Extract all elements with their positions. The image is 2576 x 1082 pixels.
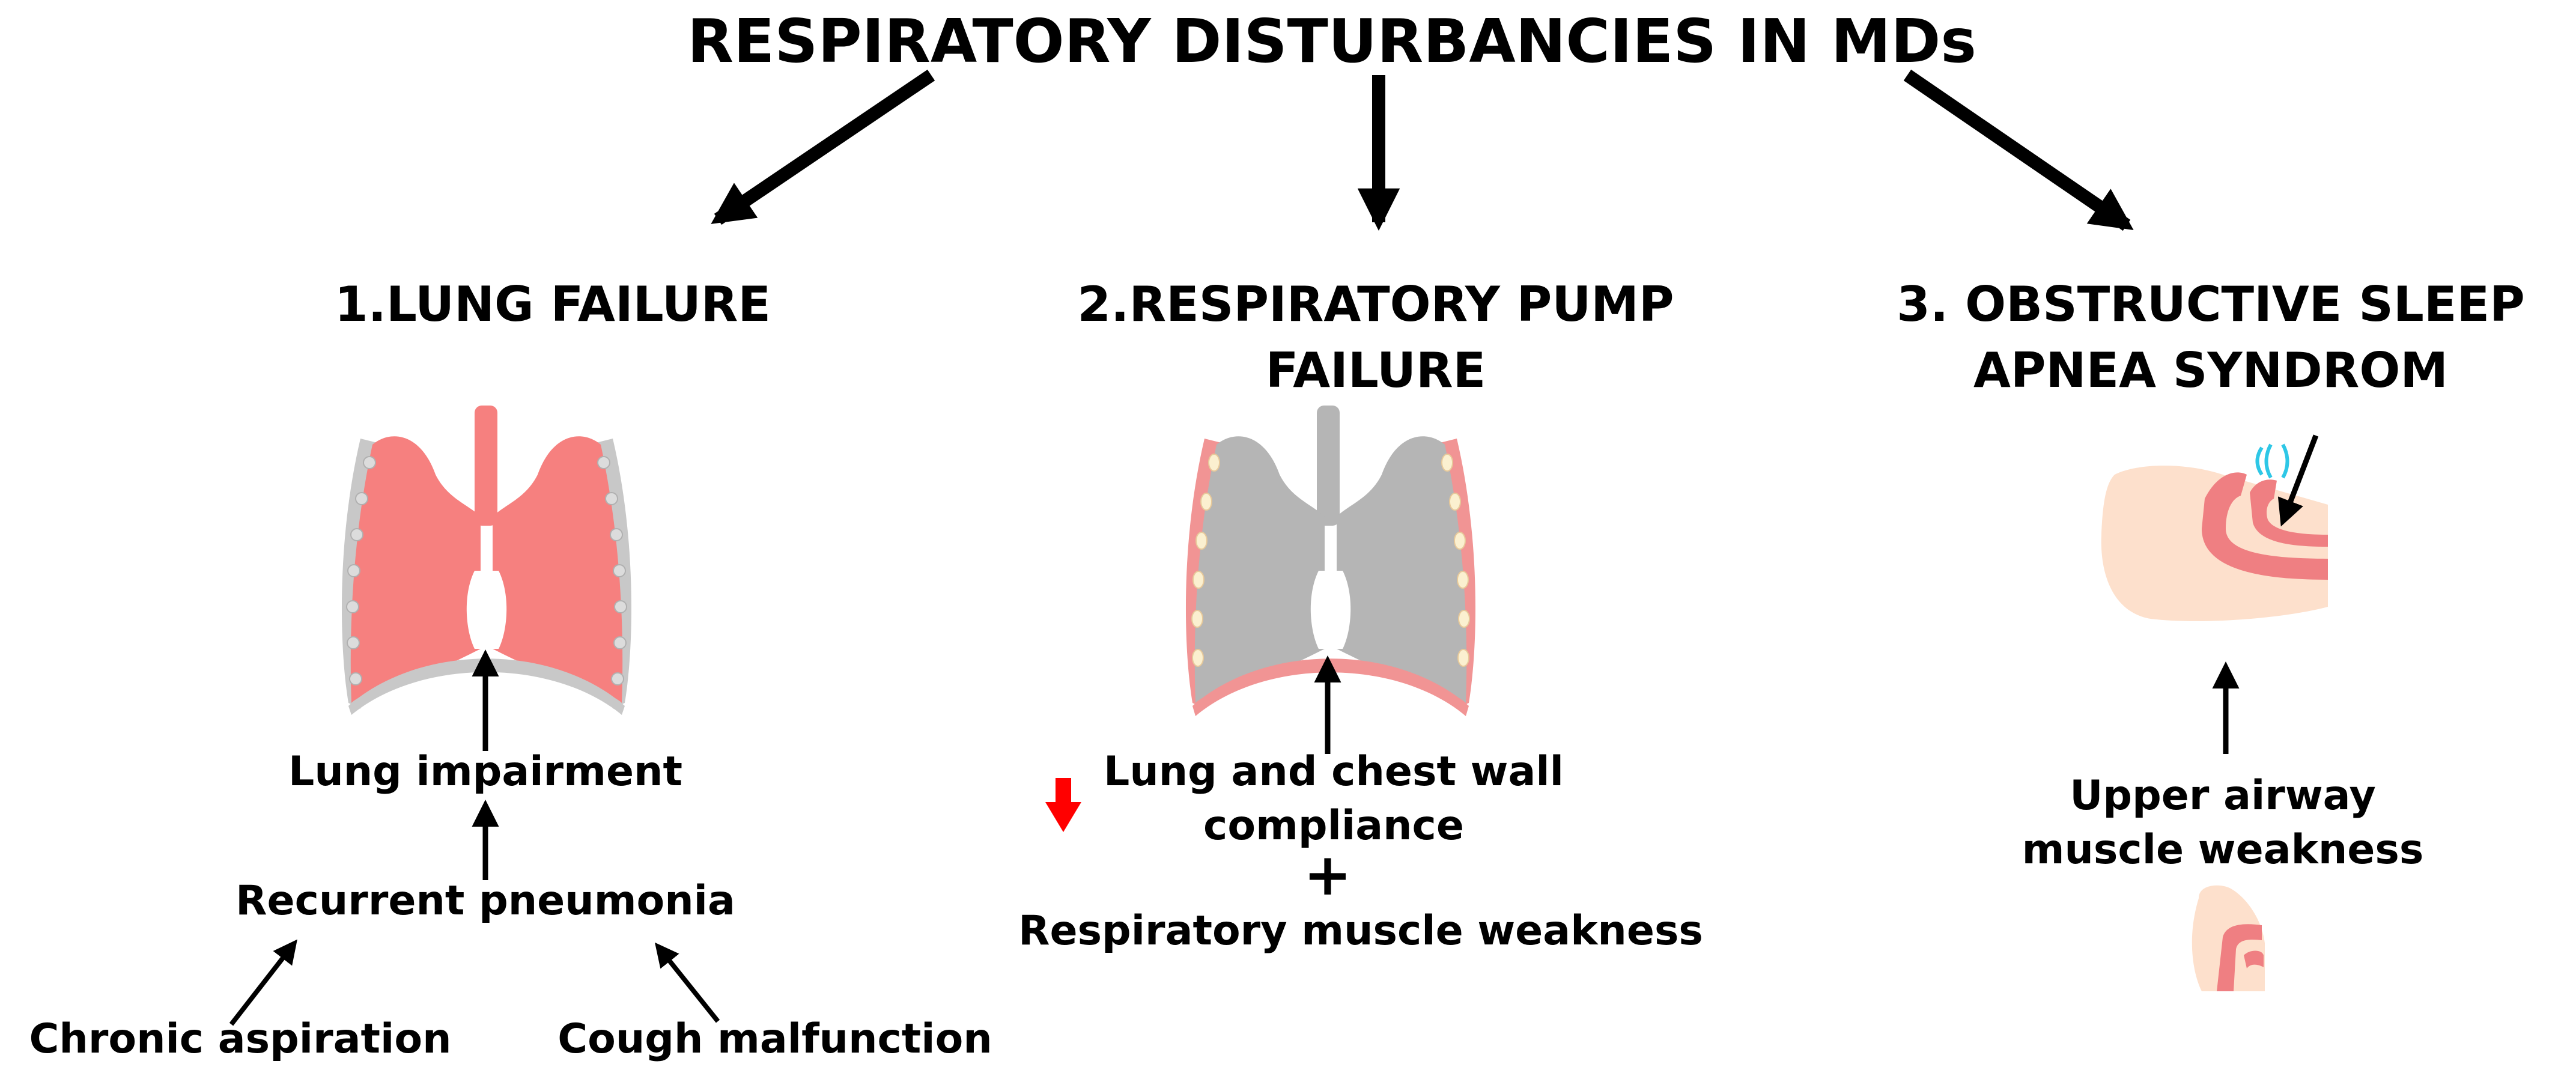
upper-airway-label-line1: Upper airway bbox=[2070, 772, 2376, 819]
compliance-label-line2: compliance bbox=[1203, 802, 1464, 849]
red-down-arrow-icon bbox=[1045, 778, 1081, 832]
section-2-heading-line2: FAILURE bbox=[1265, 342, 1486, 398]
upper-airway-icon bbox=[2192, 885, 2265, 991]
upper-airway-label-line2: muscle weakness bbox=[2022, 826, 2424, 874]
arrow-title-to-sleep-apnea bbox=[1903, 69, 2134, 231]
section-3-heading-line1: 3. OBSTRUCTIVE SLEEP bbox=[1897, 276, 2525, 332]
chronic-aspiration-label: Chronic aspiration bbox=[29, 1015, 452, 1063]
recurrent-pneumonia-label: Recurrent pneumonia bbox=[235, 877, 735, 925]
arrow-aspiration-to-pneumonia bbox=[229, 939, 297, 1026]
section-3-heading-line2: APNEA SYNDROM bbox=[1973, 342, 2449, 398]
plus-sign: + bbox=[1303, 841, 1352, 908]
section-1-heading: 1.LUNG FAILURE bbox=[334, 276, 771, 332]
sleeping-head-icon bbox=[2101, 443, 2328, 621]
cough-malfunction-label: Cough malfunction bbox=[557, 1015, 992, 1063]
respiratory-muscle-weakness-label: Respiratory muscle weakness bbox=[1018, 907, 1703, 955]
page-title: RESPIRATORY DISTURBANCIES IN MDs bbox=[687, 6, 1976, 76]
section-2-heading-line1: 2.RESPIRATORY PUMP bbox=[1077, 276, 1674, 332]
compliance-label-line1: Lung and chest wall bbox=[1104, 748, 1564, 795]
lungs-icon bbox=[341, 406, 632, 715]
arrow-pointing-airway bbox=[2277, 434, 2319, 527]
lungs-chest-wall-icon bbox=[1185, 406, 1476, 716]
lung-impairment-label: Lung impairment bbox=[288, 748, 682, 795]
arrow-cough-to-pneumonia bbox=[655, 942, 720, 1023]
arrow-title-to-lung-failure bbox=[711, 69, 935, 225]
